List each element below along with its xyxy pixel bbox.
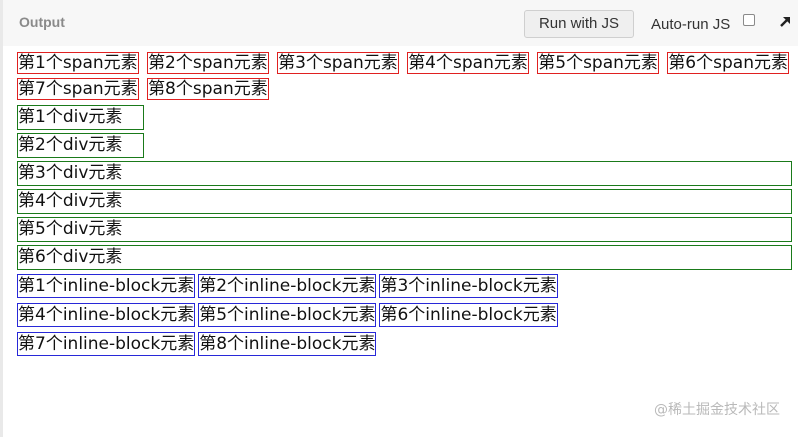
span-element: 第3个span元素 <box>277 52 399 74</box>
inline-block-element: 第1个inline-block元素 <box>17 274 196 298</box>
inline-block-element: 第8个inline-block元素 <box>198 332 377 356</box>
inline-block-row: 第1个inline-block元素第2个inline-block元素第3个inl… <box>17 273 795 299</box>
inline-block-element: 第5个inline-block元素 <box>198 303 377 327</box>
panel-title: Output <box>19 14 65 30</box>
expand-arrow-icon[interactable] <box>777 14 793 30</box>
inline-block-row: 第4个inline-block元素第5个inline-block元素第6个inl… <box>17 302 795 328</box>
span-element: 第7个span元素 <box>17 78 139 100</box>
div-element: 第5个div元素 <box>17 217 792 242</box>
rendered-output: 第1个span元素 第2个span元素 第3个span元素 第4个span元素 … <box>17 50 795 357</box>
span-element: 第8个span元素 <box>147 78 269 100</box>
inline-block-element: 第2个inline-block元素 <box>198 274 377 298</box>
run-with-js-button[interactable]: Run with JS <box>524 10 634 38</box>
span-element: 第1个span元素 <box>17 52 139 74</box>
div-element: 第4个div元素 <box>17 189 792 214</box>
span-element: 第6个span元素 <box>667 52 789 74</box>
autorun-checkbox[interactable] <box>743 14 755 26</box>
watermark: @稀土掘金技术社区 <box>654 402 780 418</box>
inline-block-element: 第3个inline-block元素 <box>379 274 558 298</box>
span-block: 第1个span元素 第2个span元素 第3个span元素 第4个span元素 … <box>17 50 795 102</box>
span-element: 第5个span元素 <box>537 52 659 74</box>
span-element: 第2个span元素 <box>147 52 269 74</box>
inline-block-element: 第4个inline-block元素 <box>17 303 196 327</box>
output-toolbar: Output Run with JS Auto-run JS <box>3 0 798 46</box>
div-element: 第1个div元素 <box>17 105 144 130</box>
inline-block-element: 第6个inline-block元素 <box>379 303 558 327</box>
inline-block-row: 第7个inline-block元素第8个inline-block元素 <box>17 331 795 357</box>
div-element: 第6个div元素 <box>17 245 792 270</box>
span-element: 第4个span元素 <box>407 52 529 74</box>
autorun-label: Auto-run JS <box>651 16 731 33</box>
inline-block-element: 第7个inline-block元素 <box>17 332 196 356</box>
div-element: 第3个div元素 <box>17 161 792 186</box>
div-element: 第2个div元素 <box>17 133 144 158</box>
